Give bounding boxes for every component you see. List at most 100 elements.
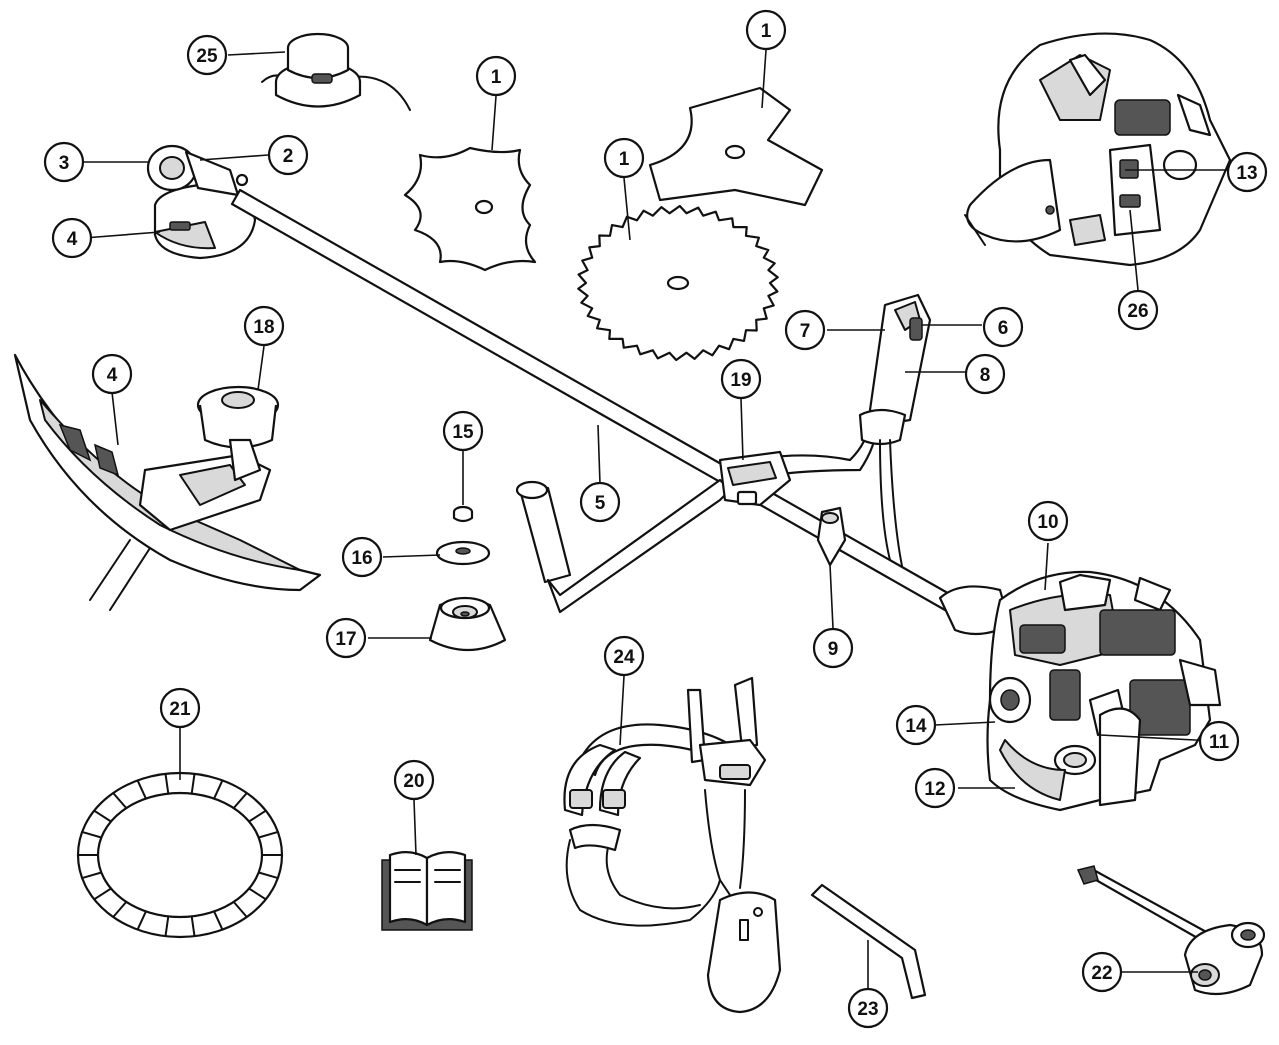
engine-unit [938,570,1222,812]
callout-13: 13 [1226,151,1268,193]
callout-circle [51,217,93,259]
blade-circular-saw [577,204,779,362]
callout-20: 20 [393,759,435,801]
instruction-manual [381,851,473,931]
callout-18: 18 [243,305,285,347]
callout-1: 1 [745,9,787,51]
blade-3-tooth [648,86,824,207]
callout-circle [1226,151,1268,193]
callout-circle [159,687,201,729]
callout-number: 25 [196,46,218,67]
callout-circle [393,759,435,801]
callout-number: 3 [59,153,70,174]
callout-circle [720,358,762,400]
callout-number: 4 [107,365,118,386]
callout-23: 23 [847,987,889,1029]
callout-number: 13 [1236,163,1257,184]
callout-circle [341,536,383,578]
callout-number: 18 [253,317,274,338]
callout-number: 1 [491,67,502,88]
callout-circle [579,481,621,523]
callout-24: 24 [603,635,645,677]
callout-number: 22 [1091,963,1112,984]
callout-circle [895,704,937,746]
callout-15: 15 [442,410,484,452]
callout-number: 19 [730,370,751,391]
callout-number: 11 [1209,732,1230,753]
callout-circle [442,410,484,452]
callout-circle [475,55,517,97]
callout-circle [847,987,889,1029]
leader-lines [83,49,1228,988]
callout-number: 23 [857,999,878,1020]
callout-10: 10 [1027,500,1069,542]
callout-number: 26 [1127,301,1148,322]
callout-circle [1117,289,1159,331]
callout-21: 21 [159,687,201,729]
callout-6: 6 [982,306,1024,348]
callout-number: 7 [800,321,811,342]
callout-circle [812,627,854,669]
callout-3: 3 [43,141,85,183]
callout-number: 24 [613,647,635,668]
trimmer-head-part [261,32,411,111]
callout-circle [964,353,1006,395]
callout-number: 5 [595,493,606,514]
callout-number: 4 [67,229,78,250]
callout-circle [784,309,826,351]
callout-17: 17 [325,617,367,659]
callout-number: 1 [619,149,630,170]
callout-circle [267,134,309,176]
callout-9: 9 [812,627,854,669]
washer-part-16 [435,540,491,566]
callout-number: 10 [1037,512,1058,533]
callout-25: 25 [186,34,228,76]
cup-part-17 [428,596,507,652]
callout-circle [243,305,285,347]
callout-circle [1027,500,1069,542]
callout-7: 7 [784,309,826,351]
callout-number: 20 [403,771,424,792]
callout-number: 8 [980,365,991,386]
engine-closeup-view [964,32,1232,267]
callout-11: 11 [1198,720,1240,762]
callout-5: 5 [579,481,621,523]
callout-circle [745,9,787,51]
callout-16: 16 [341,536,383,578]
callout-4: 4 [51,217,93,259]
callout-number: 1 [761,21,772,42]
cable-clip-part [816,506,847,567]
nut-part-15 [452,505,474,523]
callout-circle [43,141,85,183]
callout-number: 6 [998,318,1009,339]
callout-circle [325,617,367,659]
callout-2: 2 [267,134,309,176]
shoulder-harness [563,676,782,1014]
callout-14: 14 [895,704,937,746]
callout-circle [603,635,645,677]
callout-circle [1081,951,1123,993]
callout-circle [982,306,1024,348]
spark-plug-wrench [1076,865,1266,996]
callout-number: 15 [452,422,474,443]
callout-number: 9 [828,639,839,660]
callout-number: 21 [169,699,191,720]
callout-circle [603,137,645,179]
bike-handle-assembly [515,293,932,614]
callout-number: 12 [924,779,945,800]
callout-8: 8 [964,353,1006,395]
callout-1: 1 [475,55,517,97]
callout-number: 17 [335,629,356,650]
callout-circle [914,767,956,809]
callout-4: 4 [91,353,133,395]
callout-22: 22 [1081,951,1123,993]
large-guard-assembly [13,353,322,611]
cutting-line-ring [76,771,284,939]
hex-key-tool [810,883,927,1000]
callout-circle [91,353,133,395]
callout-19: 19 [720,358,762,400]
callout-number: 16 [351,548,372,569]
callout-number: 2 [283,146,294,167]
callout-circle [186,34,228,76]
